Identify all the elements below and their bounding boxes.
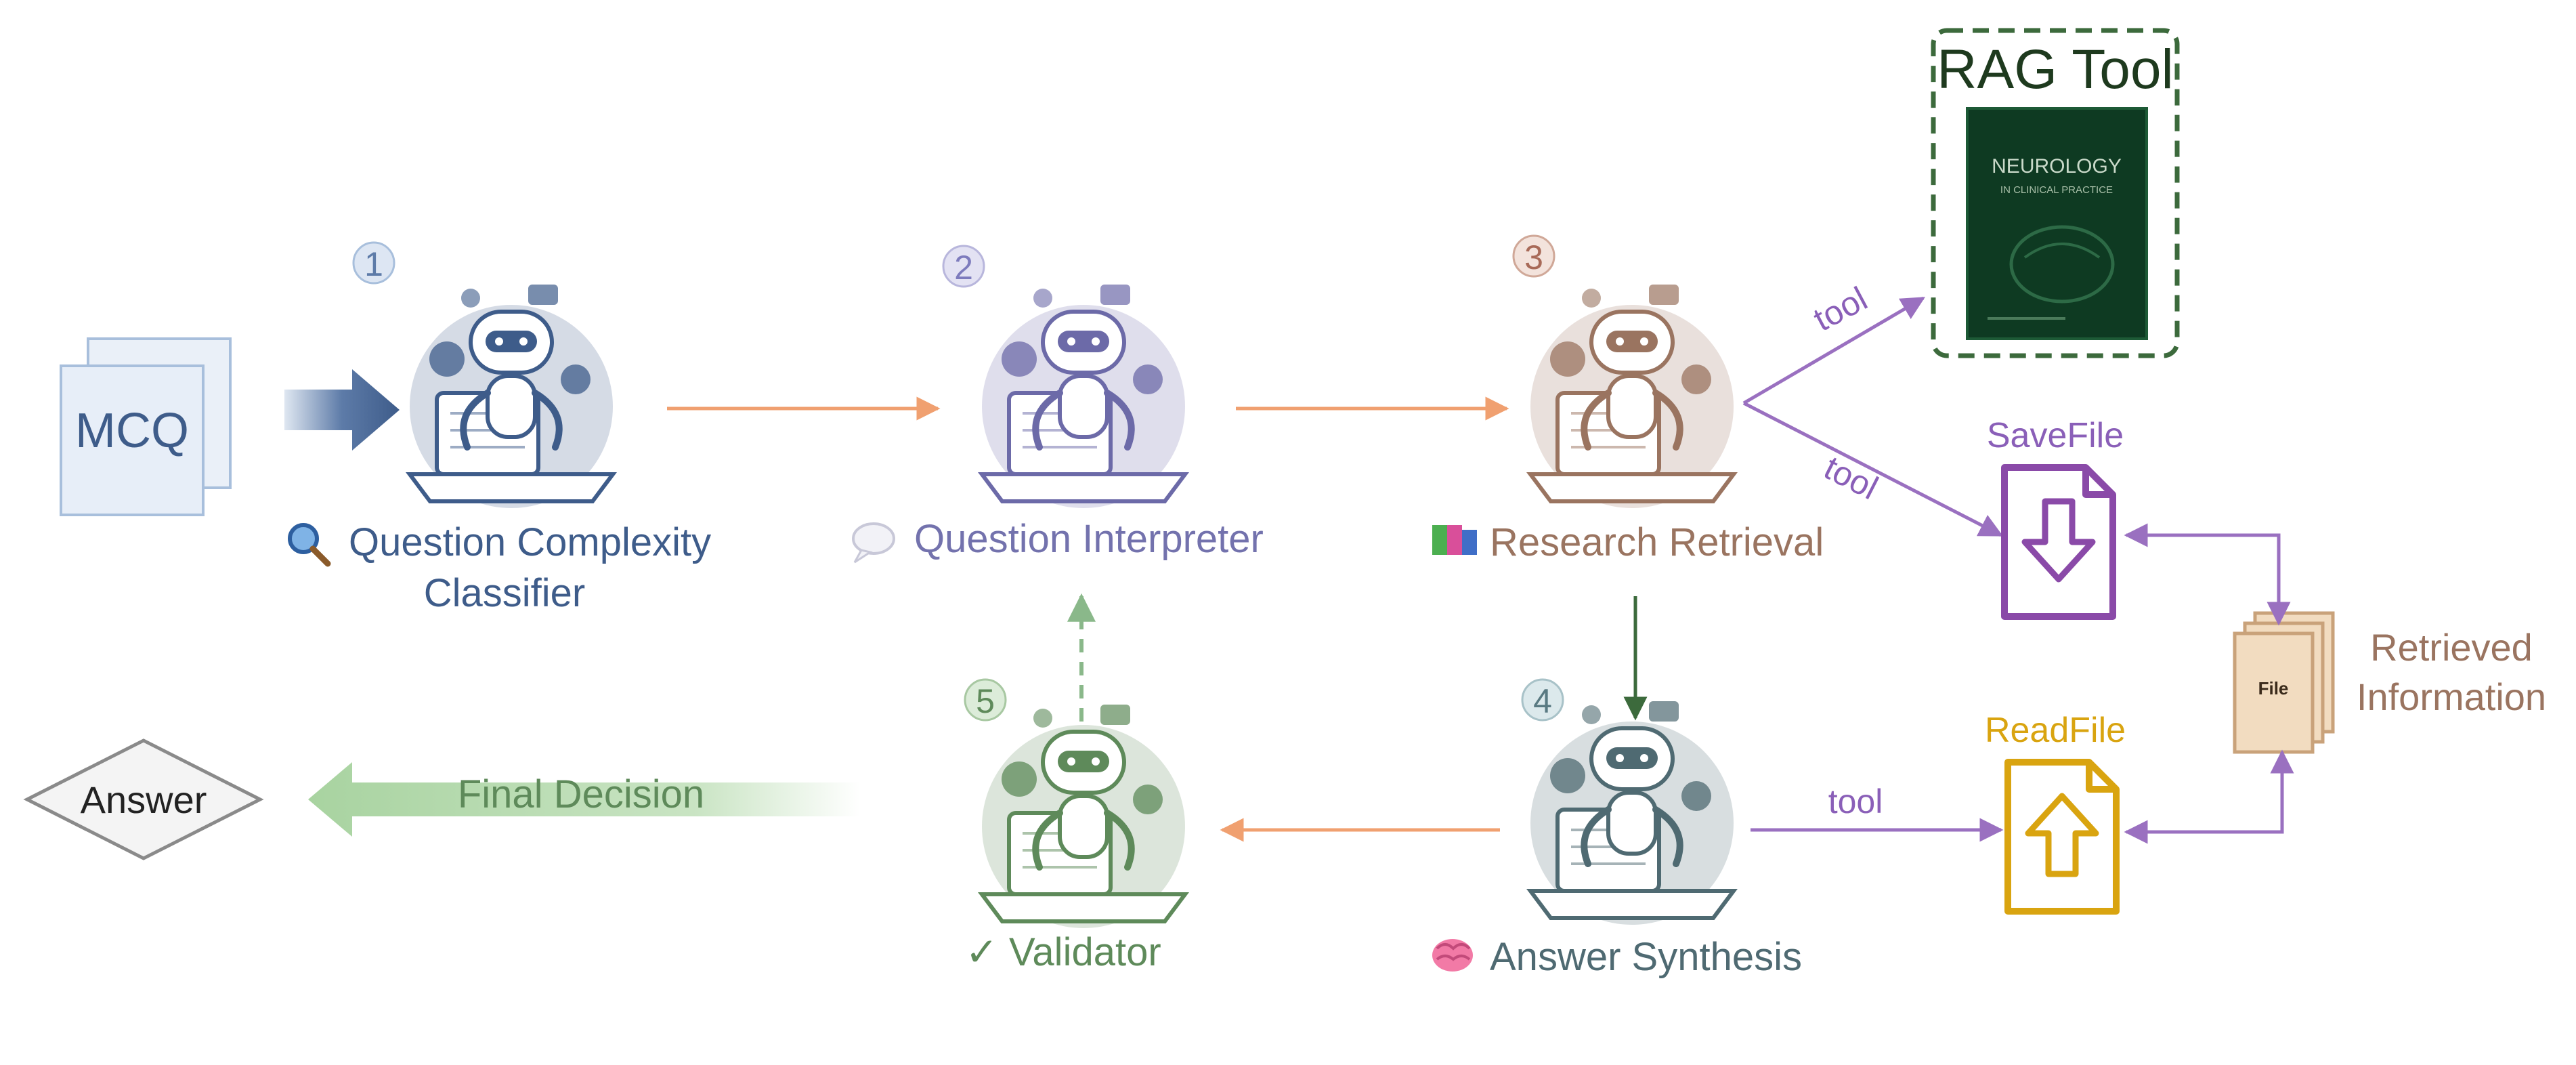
download-file-icon xyxy=(2004,467,2113,617)
book-title: NEUROLOGY xyxy=(1992,155,2122,178)
step-badge-3 xyxy=(1512,234,1555,278)
step-badge-2 xyxy=(942,245,985,288)
step-badge-5 xyxy=(964,678,1007,722)
robot-agent-icon xyxy=(1530,285,1734,508)
agent-research-retrieval: 3 Research Retrieval xyxy=(1432,234,1824,564)
final-decision-arrow: Final Decision xyxy=(308,762,860,837)
agent-5-label: ✓ Validator xyxy=(965,930,1161,974)
retrieved-information-store: File Retrieved Information xyxy=(2233,611,2546,754)
readfile-label: ReadFile xyxy=(1985,711,2126,750)
step-number-4: 4 xyxy=(1533,682,1552,720)
robot-agent-icon xyxy=(982,285,1185,508)
agent-4-label: Answer Synthesis xyxy=(1490,935,1802,979)
robot-agent-icon xyxy=(982,705,1185,928)
tool-edge-to-savefile xyxy=(1742,401,2004,537)
step-number-1: 1 xyxy=(364,245,383,283)
readfile-to-store-connector xyxy=(2124,749,2294,844)
speech-bubble-icon xyxy=(852,522,895,564)
agent-1-label-line2: Classifier xyxy=(424,571,586,615)
file-stack-label: File xyxy=(2258,678,2289,698)
tool-edge-label-readfile: tool xyxy=(1828,782,1883,820)
magnifier-icon xyxy=(288,523,331,567)
step-number-2: 2 xyxy=(954,249,973,287)
agent-3-label: Research Retrieval xyxy=(1490,520,1824,564)
step-badge-4 xyxy=(1521,678,1564,722)
neurology-book-cover: NEUROLOGY IN CLINICAL PRACTICE xyxy=(1966,107,2148,340)
tool-edge-label-rag: tool xyxy=(1807,279,1873,338)
agent-1-label-line1: Question Complexity xyxy=(349,520,711,564)
rag-tool-node: RAG Tool NEUROLOGY IN CLINICAL PRACTICE xyxy=(1931,28,2180,358)
step-badge-1 xyxy=(352,241,395,285)
mcq-input-node: MCQ xyxy=(60,337,232,516)
savefile-to-store-connector xyxy=(2124,523,2291,626)
tool-edge-label-savefile: tool xyxy=(1818,448,1884,507)
readfile-tool-node: ReadFile xyxy=(1985,711,2126,911)
savefile-label: SaveFile xyxy=(1987,416,2124,455)
savefile-tool-node: SaveFile xyxy=(1987,416,2124,617)
robot-agent-icon xyxy=(1530,701,1734,925)
upload-file-icon xyxy=(2008,762,2116,911)
answer-output-node: Answer xyxy=(23,738,264,860)
up-arrow-icon xyxy=(2025,793,2099,877)
step-number-3: 3 xyxy=(1524,238,1543,276)
mcq-label: MCQ xyxy=(75,404,189,458)
books-icon xyxy=(1432,525,1477,555)
agent-answer-synthesis: 4 Answer Synthesis xyxy=(1432,678,1802,979)
robot-agent-icon xyxy=(410,285,613,508)
final-decision-label: Final Decision xyxy=(458,772,704,816)
down-arrow-icon xyxy=(2021,498,2096,583)
input-arrow xyxy=(284,369,400,451)
retrieved-info-line1: Retrieved xyxy=(2370,626,2533,669)
agent-2-label: Question Interpreter xyxy=(914,517,1264,561)
rag-tool-title: RAG Tool xyxy=(1937,39,2173,100)
agent-validator: 5 ✓ Validator xyxy=(964,678,1185,974)
retrieved-info-line2: Information xyxy=(2357,675,2546,718)
answer-label: Answer xyxy=(81,778,207,821)
agent-question-complexity-classifier: 1 Question Complexity Classifier xyxy=(288,241,711,615)
brain-icon xyxy=(1432,939,1473,972)
agent-question-interpreter: 2 Question Interpreter xyxy=(852,245,1264,564)
book-subtitle: IN CLINICAL PRACTICE xyxy=(2000,184,2113,196)
tool-edge-to-rag xyxy=(1742,296,1926,405)
step-number-5: 5 xyxy=(976,682,995,720)
